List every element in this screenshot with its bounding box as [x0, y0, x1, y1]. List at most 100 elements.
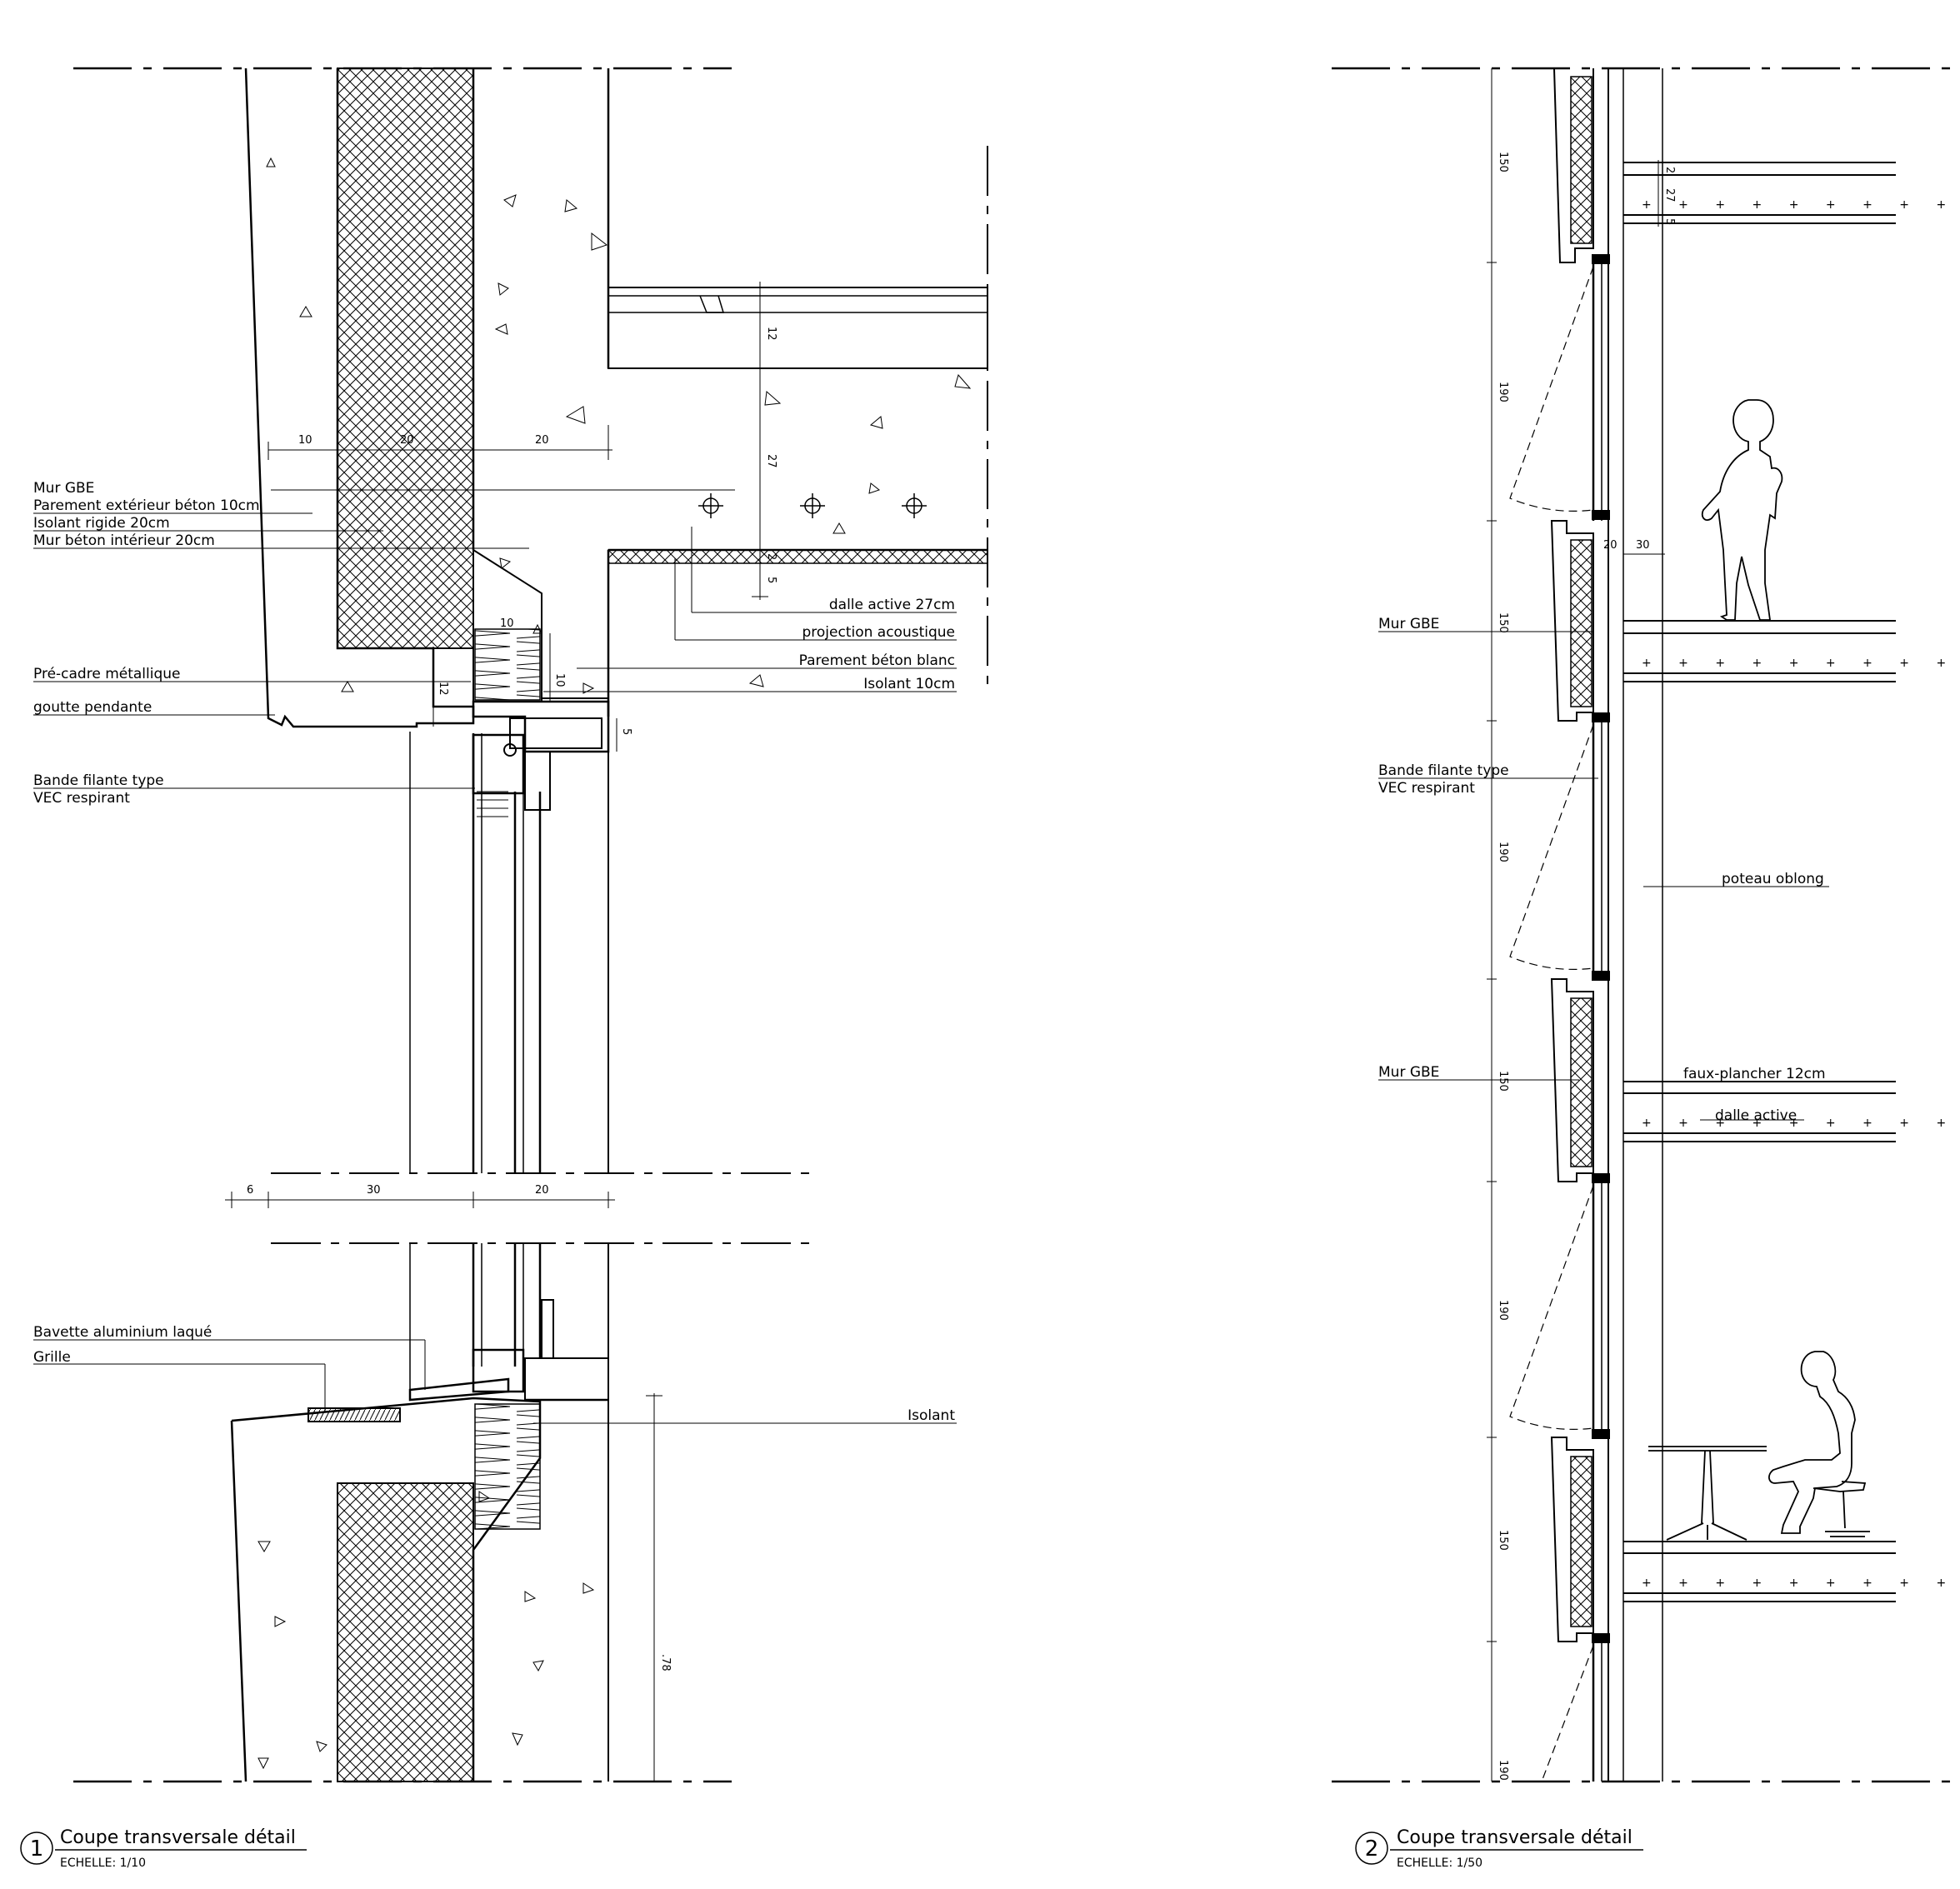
label-grille: Grille [33, 1349, 71, 1366]
rebar-marker [902, 493, 927, 518]
grille [308, 1407, 401, 1422]
dimension-line-top [268, 425, 612, 460]
svg-text:+ + + + + + + + + + + +: + + + + + + + + + + + + [1642, 198, 1960, 212]
raised-floor [608, 287, 988, 369]
detail-title: Coupe transversale détail [60, 1827, 296, 1848]
floor-support [699, 295, 725, 313]
dim-v150c: 150 [1497, 1071, 1509, 1092]
dim-height-78: .78 [659, 1654, 672, 1672]
dim-mid-30: 30 [367, 1184, 381, 1197]
sill-bavette [408, 1377, 510, 1402]
detail-number: 2 [1365, 1837, 1379, 1862]
label-isolant10: Isolant 10cm [863, 676, 955, 692]
dim-v190c: 190 [1497, 1300, 1509, 1321]
dim-frame-12: 12 [437, 682, 449, 696]
dim-v150b: 150 [1497, 612, 1509, 633]
detail-1: 10 20 20 12 27 2 5 10 10 12 5 6 [20, 67, 988, 1870]
detail-scale: ECHELLE: 1/50 [1397, 1857, 1482, 1870]
dim-v150d: 150 [1497, 1530, 1509, 1551]
label-mur-gbe: Mur GBE [33, 480, 94, 497]
label-pre-cadre: Pré-cadre métallique [33, 666, 181, 682]
lintel-insulation [474, 628, 541, 701]
svg-text:+ + + + + + + + + + + +: + + + + + + + + + + + + [1642, 657, 1960, 670]
dim-20: 20 [1603, 539, 1618, 552]
facade-panel [1553, 67, 1594, 263]
label-isolant: Isolant [908, 1407, 955, 1424]
window-frame-lower [409, 1243, 609, 1782]
dim-v190a: 190 [1497, 382, 1509, 402]
dim-5: 5 [1663, 218, 1676, 225]
dim-mid-6: 6 [247, 1184, 253, 1197]
label-bande-2: VEC respirant [33, 790, 130, 807]
dim-2: 2 [1663, 167, 1676, 173]
svg-text:+ + + + + + + + + + + +: + + + + + + + + + + + + [1642, 1577, 1960, 1590]
vertical-dim-ticks [1487, 262, 1497, 1642]
detail-number: 1 [30, 1837, 44, 1862]
frame-head [472, 700, 610, 753]
label-isolant-rigide: Isolant rigide 20cm [33, 515, 170, 532]
window-swing-arc [1509, 266, 1594, 1782]
leader-lines-left [33, 489, 735, 1412]
dim-top-20b: 20 [535, 434, 549, 447]
detail-title: Coupe transversale détail [1397, 1827, 1632, 1848]
label-dalle-active: dalle active 27cm [829, 597, 955, 613]
window-strip [1592, 68, 1624, 1782]
dim-insul-10b: 10 [553, 673, 566, 687]
label-poteau: poteau oblong [1722, 871, 1824, 887]
dim-slab-12: 12 [765, 327, 778, 341]
label-mur-gbe-1: Mur GBE [1378, 616, 1439, 632]
dimension-line-slab [752, 282, 768, 600]
label-mur-beton-int: Mur béton intérieur 20cm [33, 532, 215, 549]
dim-v190d: 190 [1497, 1760, 1509, 1781]
seated-person-with-table [1648, 1351, 1870, 1541]
dim-v150a: 150 [1497, 152, 1509, 172]
rigid-insulation-lower [337, 1482, 474, 1782]
label-parement-ext: Parement extérieur béton 10cm [33, 497, 260, 514]
sill-insulation [474, 1403, 541, 1530]
frame-head-profile [509, 717, 602, 749]
standing-person-figure [1701, 399, 1783, 621]
leader-lines-d2 [1378, 631, 1833, 1121]
dim-top-10: 10 [298, 434, 312, 447]
dim-v190b: 190 [1497, 842, 1509, 862]
dim-slab-2: 2 [765, 553, 778, 560]
dim-slab-5: 5 [765, 577, 778, 583]
dim-insul-10a: 10 [500, 617, 514, 630]
detail-number-circle [1355, 1832, 1388, 1865]
facade-panel [1550, 520, 1594, 722]
dim-top-20a: 20 [400, 434, 414, 447]
rebar-marker [698, 493, 723, 518]
dim-mid-20: 20 [535, 1184, 549, 1197]
rebar-marker [800, 493, 825, 518]
dimension-line-mid [225, 1192, 615, 1208]
detail-number-circle [20, 1832, 53, 1865]
label-mur-gbe-2: Mur GBE [1378, 1064, 1439, 1081]
label-bande-2: VEC respirant [1378, 780, 1475, 797]
label-goutte: goutte pendante [33, 699, 152, 716]
label-bavette: Bavette aluminium laqué [33, 1324, 212, 1341]
active-slab-rebar-dots: + + + + + + + + + + + + + + + + + + + + … [1642, 198, 1960, 1590]
label-bande-1: Bande filante type [1378, 762, 1509, 779]
floor-slab [1623, 162, 1896, 1602]
dim-slab-27: 27 [765, 454, 778, 468]
label-projection: projection acoustique [802, 624, 955, 641]
detail-scale: ECHELLE: 1/10 [60, 1857, 146, 1870]
label-bande-1: Bande filante type [33, 772, 164, 789]
window-frame [409, 732, 609, 1173]
window-frame-block [1592, 254, 1610, 1643]
detail-2: 150 190 150 190 150 190 150 190 [1332, 67, 1960, 1870]
label-dalle-active: dalle active [1715, 1107, 1797, 1124]
label-faux-plancher: faux-plancher 12cm [1683, 1066, 1826, 1082]
label-parement-blanc: Parement béton blanc [799, 652, 955, 669]
rigid-insulation-upper [337, 67, 474, 649]
soffit-return [542, 563, 609, 699]
concrete-texture [258, 157, 972, 1770]
dim-30: 30 [1636, 539, 1650, 552]
leader-lines-right [533, 527, 957, 1424]
facade-panel [1550, 1437, 1594, 1642]
svg-text:+ + + + + + + + + + + +: + + + + + + + + + + + + [1642, 1117, 1960, 1130]
acoustic-projection [608, 549, 988, 564]
dim-27: 27 [1663, 188, 1676, 202]
dim-frame-5: 5 [620, 728, 632, 735]
